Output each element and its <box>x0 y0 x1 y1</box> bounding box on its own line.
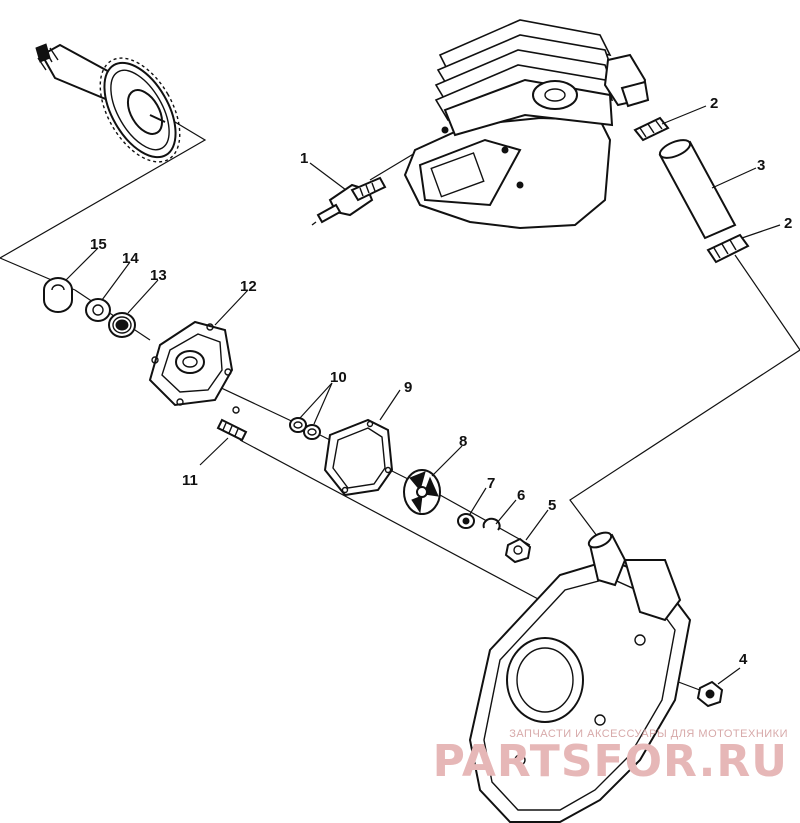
assembly-line-bearings <box>74 289 151 341</box>
crankcase-cover <box>468 531 692 823</box>
callout-3: 3 <box>757 157 765 174</box>
callout-10: 10 <box>330 369 347 386</box>
callout-2-upper: 2 <box>710 95 718 112</box>
nut-4 <box>696 680 724 708</box>
callout-labels: 1 2 2 3 4 5 6 7 8 9 10 11 12 13 14 15 <box>90 95 792 668</box>
callout-8: 8 <box>459 433 467 450</box>
bearing-13 <box>108 312 136 338</box>
pump-gasket <box>323 418 394 497</box>
watermark-tagline: ЗАПЧАСТИ И АКСЕССУАРЫ ДЛЯ МОТОТЕХНИКИ <box>509 728 788 740</box>
cylinder-head <box>403 19 650 230</box>
assembly-line-hose <box>569 254 800 541</box>
impeller <box>403 469 441 515</box>
callout-13: 13 <box>150 267 167 284</box>
coolant-hose <box>658 139 737 240</box>
watermark-logo: PARTSFOR.RU <box>432 736 788 787</box>
callout-6: 6 <box>517 487 525 504</box>
assembly-line-sensor <box>369 149 421 181</box>
callout-15: 15 <box>90 236 107 253</box>
stud-11 <box>216 418 248 442</box>
pump-cover <box>148 320 234 407</box>
callout-11: 11 <box>182 472 198 489</box>
seal-14 <box>85 298 111 322</box>
callout-14: 14 <box>122 250 139 267</box>
temperature-sensor <box>311 176 387 226</box>
nut-5 <box>504 537 532 564</box>
water-pump-shaft-gear <box>35 43 181 163</box>
callout-9: 9 <box>404 379 412 396</box>
washer-7 <box>457 513 475 529</box>
check-ball <box>232 406 240 414</box>
leader-lines <box>65 105 781 685</box>
assembly-line-crank <box>0 109 207 291</box>
cylinder-fins <box>434 19 614 137</box>
watermark: ЗАПЧАСТИ И АКСЕССУАРЫ ДЛЯ МОТОТЕХНИКИ PA… <box>433 728 788 784</box>
assembly-line-axis-c <box>439 494 531 546</box>
bearing-15 <box>43 277 73 313</box>
assembly-lines <box>0 109 800 693</box>
callout-12: 12 <box>240 278 257 295</box>
callout-7: 7 <box>487 475 495 492</box>
o-rings <box>289 417 321 440</box>
callout-5: 5 <box>548 497 556 514</box>
hose-clamp-upper <box>633 116 670 142</box>
callout-2-lower: 2 <box>784 215 792 232</box>
callout-4: 4 <box>739 651 748 668</box>
clip-6 <box>482 517 501 531</box>
callout-1: 1 <box>300 150 308 167</box>
assembly-line-stud <box>239 439 541 601</box>
hose-clamp-lower <box>706 233 750 264</box>
